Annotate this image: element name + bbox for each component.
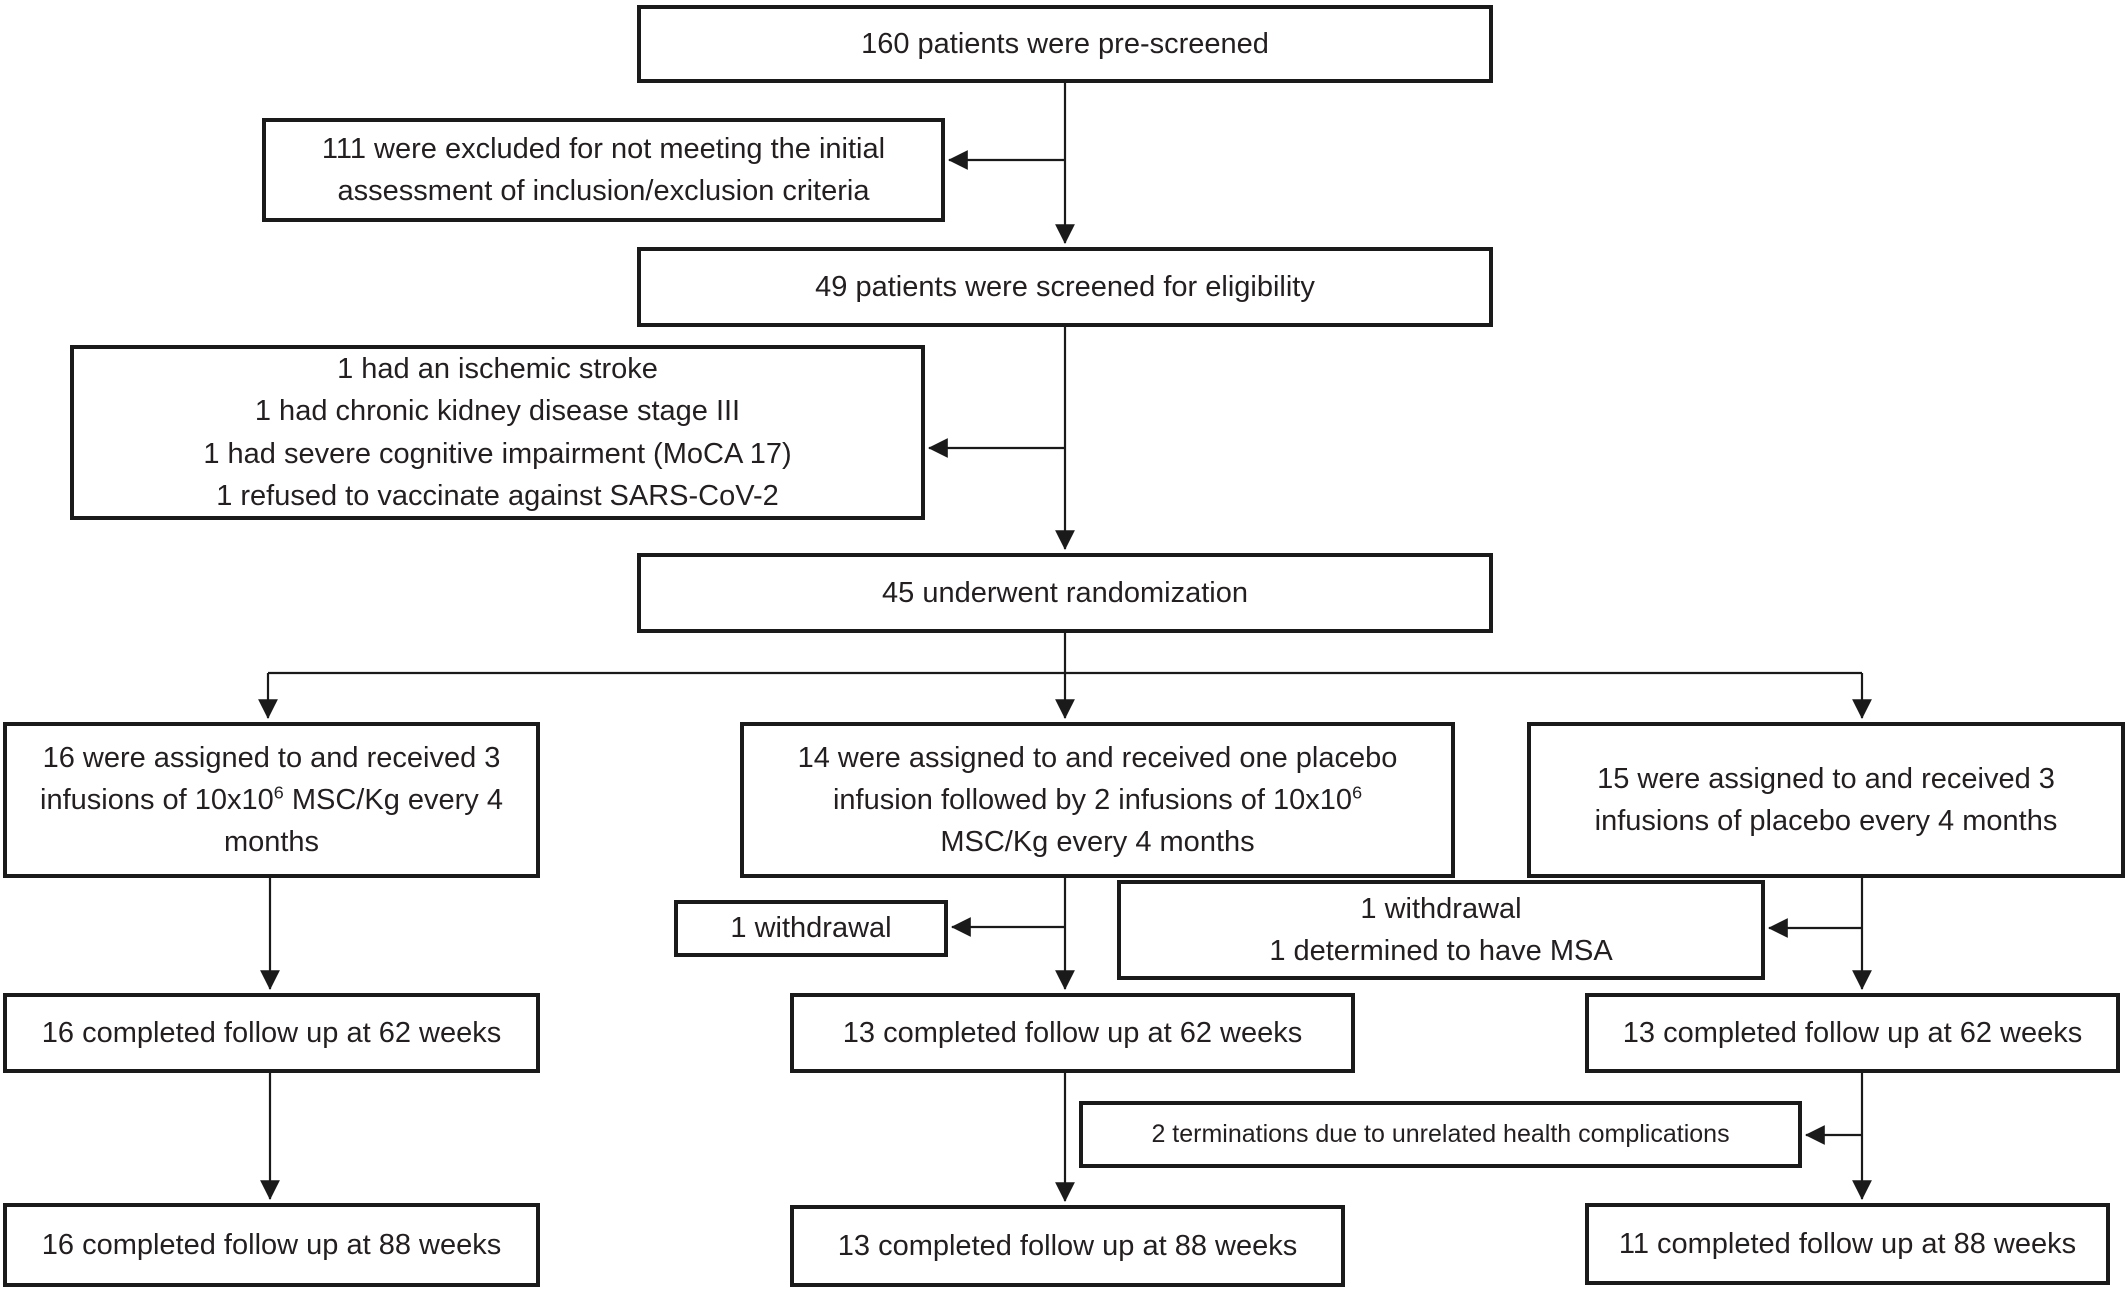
arm-placebo-msc-line3: MSC/Kg every 4 months (940, 826, 1255, 859)
arm-msc-line1: 16 were assigned to and received 3 (42, 741, 501, 774)
box-fu88-mid: 13 completed follow up at 88 weeks (790, 1205, 1345, 1287)
box-fu88-left: 16 completed follow up at 88 weeks (3, 1203, 540, 1287)
withdrawal-right-line2: 1 determined to have MSA (1269, 935, 1613, 967)
excluded-initial-line2: assessment of inclusion/exclusion criter… (337, 175, 870, 207)
box-exclusion-reasons: 1 had an ischemic stroke 1 had chronic k… (70, 345, 925, 520)
box-arm-placebo-msc: 14 were assigned to and received one pla… (740, 722, 1455, 878)
exclusion-reason-1: 1 had an ischemic stroke (337, 353, 658, 386)
box-screened-text: 49 patients were screened for eligibilit… (815, 270, 1315, 303)
fu88-right-text: 11 completed follow up at 88 weeks (1618, 1227, 2077, 1260)
arm-placebo-msc-line2: infusion followed by 2 infusions of 10x1… (832, 782, 1363, 816)
arm-msc-line3: months (223, 826, 320, 859)
exclusion-reason-2: 1 had chronic kidney disease stage III (254, 395, 741, 428)
box-prescreened-text: 160 patients were pre-screened (861, 27, 1269, 60)
fu62-mid-text: 13 completed follow up at 62 weeks (842, 1016, 1303, 1049)
arm-msc-line2: infusions of 10x106 MSC/Kg every 4 (40, 782, 503, 816)
box-arm-placebo: 15 were assigned to and received 3 infus… (1527, 722, 2125, 878)
withdrawal-mid-text: 1 withdrawal (730, 912, 892, 945)
box-randomized-text: 45 underwent randomization (882, 576, 1248, 609)
box-fu62-mid: 13 completed follow up at 62 weeks (790, 993, 1355, 1073)
withdrawal-right-line1: 1 withdrawal (1360, 892, 1522, 925)
fu62-left-text: 16 completed follow up at 62 weeks (41, 1016, 502, 1049)
box-arm-msc: 16 were assigned to and received 3 infus… (3, 722, 540, 878)
fu88-left-text: 16 completed follow up at 88 weeks (41, 1228, 502, 1261)
fu88-mid-text: 13 completed follow up at 88 weeks (837, 1229, 1298, 1262)
box-fu88-right: 11 completed follow up at 88 weeks (1585, 1203, 2110, 1285)
box-fu62-left: 16 completed follow up at 62 weeks (3, 993, 540, 1073)
exclusion-reason-3: 1 had severe cognitive impairment (MoCA … (203, 437, 792, 470)
excluded-initial-line1: 111 were excluded for not meeting the in… (321, 132, 886, 165)
box-terminations: 2 terminations due to unrelated health c… (1079, 1101, 1802, 1168)
arm-placebo-line1: 15 were assigned to and received 3 (1597, 762, 2055, 795)
box-prescreened: 160 patients were pre-screened (637, 5, 1493, 83)
arm-placebo-msc-line1: 14 were assigned to and received one pla… (797, 741, 1398, 774)
box-withdrawal-right: 1 withdrawal 1 determined to have MSA (1117, 880, 1765, 980)
exclusion-reason-4: 1 refused to vaccinate against SARS-CoV-… (216, 479, 779, 512)
box-withdrawal-mid: 1 withdrawal (674, 900, 948, 957)
box-screened: 49 patients were screened for eligibilit… (637, 247, 1493, 327)
superscript-exponent: 6 (273, 782, 284, 803)
terminations-text: 2 terminations due to unrelated health c… (1151, 1120, 1730, 1149)
box-excluded-initial: 111 were excluded for not meeting the in… (262, 118, 945, 222)
arm-placebo-line2: infusions of placebo every 4 months (1594, 805, 2058, 837)
box-randomized: 45 underwent randomization (637, 553, 1493, 633)
fu62-right-text: 13 completed follow up at 62 weeks (1622, 1016, 2083, 1049)
superscript-exponent: 6 (1352, 782, 1363, 803)
box-fu62-right: 13 completed follow up at 62 weeks (1585, 993, 2120, 1073)
